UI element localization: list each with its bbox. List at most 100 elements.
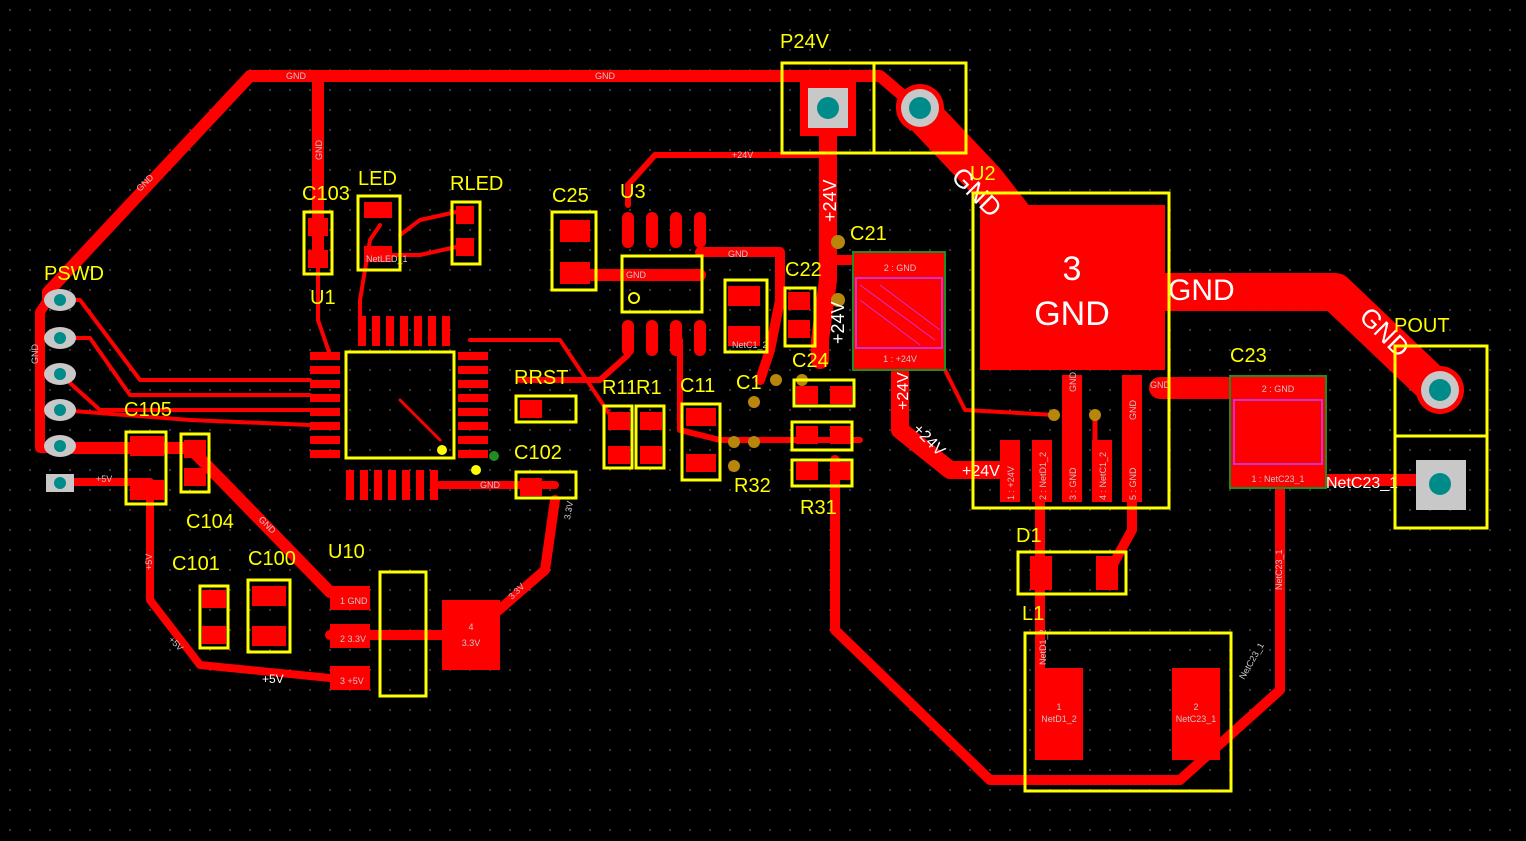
u10-pin-2[interactable] (330, 624, 370, 648)
designator-r1[interactable]: R1 (636, 377, 662, 399)
pout-outline-2 (1393, 434, 1489, 530)
u10-pin-1[interactable] (330, 586, 370, 610)
u2-pin-4[interactable] (1092, 440, 1112, 502)
l1-pad2-num: 2 (1193, 702, 1198, 712)
d1-pad-1[interactable] (1030, 556, 1052, 590)
copper-traces (35, 70, 1457, 785)
designator-u3[interactable]: U3 (620, 181, 646, 203)
l1-pad-1[interactable] (1035, 668, 1083, 760)
trace-24v-u3[interactable] (625, 107, 831, 208)
u10-pin1-label: 1 GND (340, 596, 368, 606)
u2-outline (971, 191, 1171, 510)
trace-led[interactable] (358, 223, 382, 322)
designator-led[interactable]: LED (358, 168, 397, 190)
designator-c22[interactable]: C22 (785, 259, 822, 281)
designator-c21[interactable]: C21 (850, 223, 887, 245)
designator-u10[interactable]: U10 (328, 541, 365, 563)
designator-pout[interactable]: POUT (1394, 315, 1450, 337)
l1-pad-2[interactable] (1172, 668, 1220, 760)
trace-swd-4[interactable] (58, 408, 312, 427)
silkscreen-outlines (124, 61, 1489, 793)
designator-u2[interactable]: U2 (970, 163, 996, 185)
designator-d1[interactable]: D1 (1016, 525, 1042, 547)
trace-u3-gnd[interactable] (695, 247, 785, 385)
trace-rled-top[interactable] (398, 208, 467, 237)
trace-3v3[interactable] (325, 495, 560, 640)
trace-u1-r11[interactable] (468, 338, 612, 417)
designator-c100[interactable]: C100 (248, 548, 296, 570)
trace-5v[interactable] (56, 478, 334, 682)
u2-pin-2[interactable] (1032, 440, 1052, 502)
trace-netc23-loop[interactable] (830, 455, 1285, 785)
designator-l1[interactable]: L1 (1022, 603, 1044, 625)
u2-tab-pad[interactable] (980, 205, 1165, 370)
designator-pswd[interactable]: PSWD (44, 263, 104, 285)
designator-rled[interactable]: RLED (450, 173, 503, 195)
net-label-24v-u2: +24V (962, 463, 1000, 480)
vias (437, 235, 1101, 475)
c11-outline (680, 402, 722, 482)
designator-c24[interactable]: C24 (792, 350, 829, 372)
designator-c101[interactable]: C101 (172, 553, 220, 575)
designator-rrst[interactable]: RRST (514, 367, 568, 389)
designator-c25[interactable]: C25 (552, 185, 589, 207)
net-label-netc23-diag: NetC23_1 (1237, 641, 1266, 681)
designator-r11[interactable]: R11 (602, 377, 637, 399)
u10-outline (378, 570, 428, 698)
u2-pin-3[interactable] (1062, 375, 1082, 502)
trace-swd-1[interactable] (58, 298, 312, 382)
u2-pin-5[interactable] (1122, 375, 1142, 502)
d1-pad-2[interactable] (1096, 556, 1118, 590)
designator-c105[interactable]: C105 (124, 399, 172, 421)
designator-c103[interactable]: C103 (302, 183, 350, 205)
u2-pin5-net: GND (1128, 400, 1138, 421)
designator-r31[interactable]: R31 (800, 497, 837, 519)
r32-outline (790, 420, 854, 452)
net-label-gnd-big: GND (1168, 274, 1235, 307)
designator-c23[interactable]: C23 (1230, 345, 1267, 367)
net-label-gnd-2: GND (595, 71, 616, 81)
trace-fb[interactable] (938, 358, 1057, 417)
pswd-pads (44, 289, 76, 492)
c23-keepout (1233, 399, 1323, 465)
net-label-gnd-pswd: GND (30, 344, 40, 365)
u2-pin-1[interactable] (1000, 440, 1020, 502)
net-label-netc23-vertical: NetC23_1 (1274, 549, 1284, 590)
trace-u1-internal[interactable] (398, 398, 442, 442)
u10-pin3-label: 3 +5V (340, 676, 364, 686)
net-label-24v-1: +24V (732, 150, 753, 160)
designator-r32[interactable]: R32 (734, 475, 771, 497)
u3-outline (620, 254, 704, 314)
c21-body[interactable] (852, 251, 946, 371)
u10-tab-num: 4 (468, 622, 473, 632)
u10-pin-3[interactable] (330, 666, 370, 690)
trace-swd-2[interactable] (58, 336, 312, 397)
designator-p24v[interactable]: P24V (780, 31, 830, 53)
net-label-24v-vertical-2: +24V (828, 301, 848, 344)
net-label-netd1-vertical: NetD1_2 (1038, 629, 1048, 665)
designator-c102[interactable]: C102 (514, 442, 562, 464)
net-label-5v-bottom: +5V (262, 672, 284, 686)
c104-outline (179, 432, 211, 494)
trace-gnd-fat-right[interactable] (1146, 273, 1457, 409)
designator-c11[interactable]: C11 (680, 375, 715, 397)
u1-pins (310, 316, 488, 500)
trace-24v-u2[interactable] (891, 356, 1019, 479)
rrst-outline (514, 394, 578, 424)
trace-24v-main[interactable] (811, 111, 837, 369)
l1-pad1-net: NetD1_2 (1041, 714, 1077, 724)
trace-swd-3[interactable] (58, 372, 312, 412)
designator-u1[interactable]: U1 (310, 287, 336, 309)
u2-pin4-label: 4 : NetC1_2 (1098, 452, 1108, 500)
l1-outline (1023, 631, 1233, 793)
d1-outline (1016, 550, 1128, 596)
u2-tab-number: 3 (1063, 250, 1082, 288)
c23-body[interactable] (1229, 375, 1327, 489)
designator-c104[interactable]: C104 (186, 511, 234, 533)
u2-pin3-net: GND (1068, 372, 1078, 393)
u10-tab-pad[interactable] (442, 600, 500, 670)
u2-pin2-label: 2 : NetD1_2 (1038, 452, 1048, 500)
designator-c1[interactable]: C1 (736, 372, 762, 394)
u3-pins (622, 212, 706, 356)
